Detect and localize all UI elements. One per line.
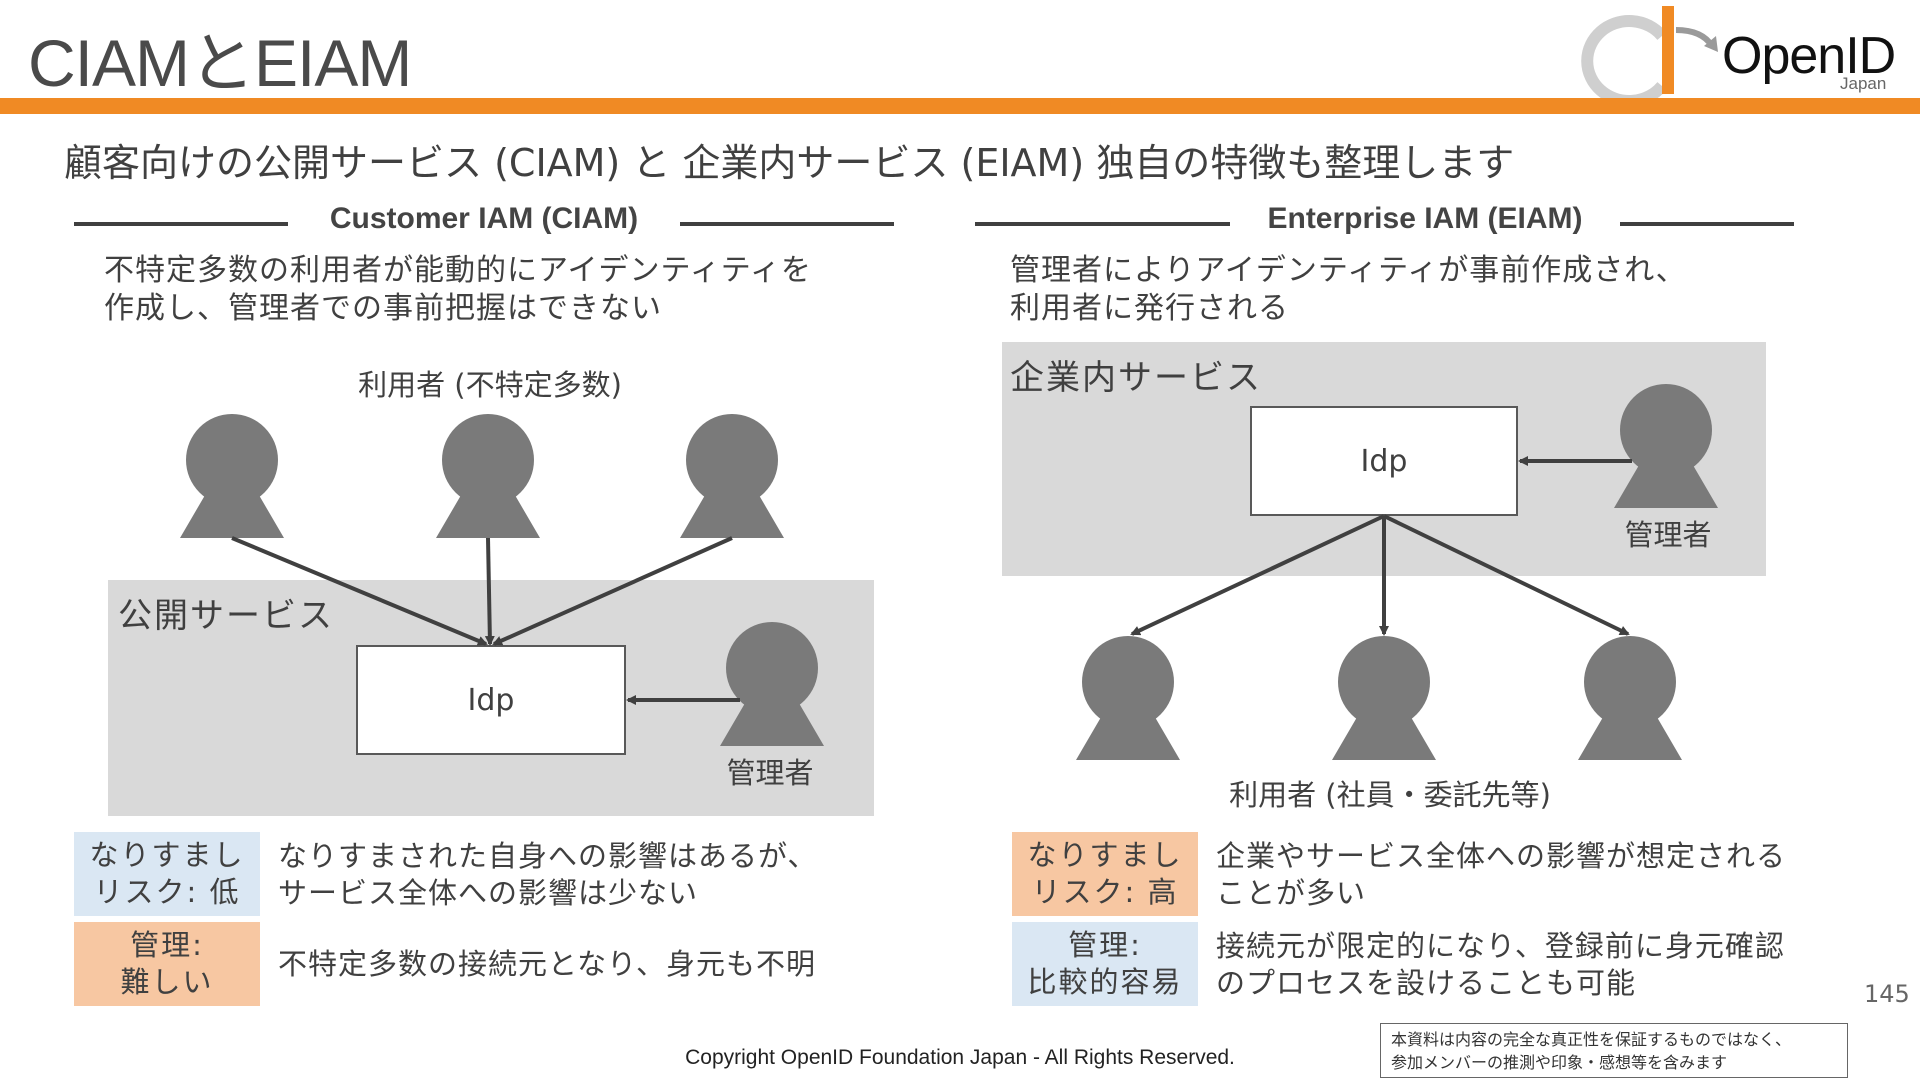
eiam-risk-badge: なりすまし リスク: 高 xyxy=(1012,832,1198,916)
person-icon xyxy=(1076,636,1180,760)
logo-text: OpenID xyxy=(1722,27,1896,85)
person-icon xyxy=(180,414,284,538)
page-title: CIAMとEIAM xyxy=(28,26,412,100)
ciam-mgmt-text: 不特定多数の接続元となり、身元も不明 xyxy=(278,947,816,981)
ciam-heading: Customer IAM (CIAM) xyxy=(329,202,639,235)
ciam-risk-text: なりすまされた自身への影響はあるが、 サービス全体への影響は少ない xyxy=(278,839,818,910)
ciam-users-label: 利用者 (不特定多数) xyxy=(358,368,622,402)
ciam-admin-label: 管理者 xyxy=(726,756,814,790)
eiam-admin-label: 管理者 xyxy=(1624,518,1712,552)
person-icon xyxy=(1332,636,1436,760)
eiam-risk-text: 企業やサービス全体への影響が想定される ことが多い xyxy=(1216,839,1787,910)
ciam-description: 不特定多数の利用者が能動的にアイデンティティを 作成し、管理者での事前把握はでき… xyxy=(104,253,812,326)
eiam-mgmt-badge: 管理: 比較的容易 xyxy=(1012,922,1198,1006)
eiam-users-label: 利用者 (社員・委託先等) xyxy=(1229,778,1551,812)
person-icon xyxy=(436,414,540,538)
copyright: Copyright OpenID Foundation Japan - All … xyxy=(685,1046,1235,1069)
eiam-idp-box: Idp xyxy=(1250,406,1518,516)
person-icon xyxy=(680,414,784,538)
ciam-risk-badge: なりすまし リスク: 低 xyxy=(74,832,260,916)
eiam-mgmt-text: 接続元が限定的になり、登録前に身元確認 のプロセスを設けることも可能 xyxy=(1216,929,1785,1000)
eiam-heading: Enterprise IAM (EIAM) xyxy=(1267,202,1583,235)
disclaimer-box: 本資料は内容の完全な真正性を保証するものではなく、 参加メンバーの推測や印象・感… xyxy=(1380,1023,1848,1078)
accent-bar xyxy=(0,98,1920,114)
ciam-idp-box: Idp xyxy=(356,645,626,755)
page-number: 145 xyxy=(1864,980,1910,1008)
subtitle: 顧客向けの公開サービス (CIAM) と 企業内サービス (EIAM) 独自の特… xyxy=(64,141,1515,185)
eiam-description: 管理者によりアイデンティティが事前作成され、 利用者に発行される xyxy=(1010,253,1687,326)
public-service-label: 公開サービス xyxy=(118,596,334,636)
person-icon xyxy=(1578,636,1682,760)
ciam-mgmt-badge: 管理: 難しい xyxy=(74,922,260,1006)
logo-subtext: Japan xyxy=(1840,74,1887,93)
enterprise-service-label: 企業内サービス xyxy=(1010,358,1262,398)
